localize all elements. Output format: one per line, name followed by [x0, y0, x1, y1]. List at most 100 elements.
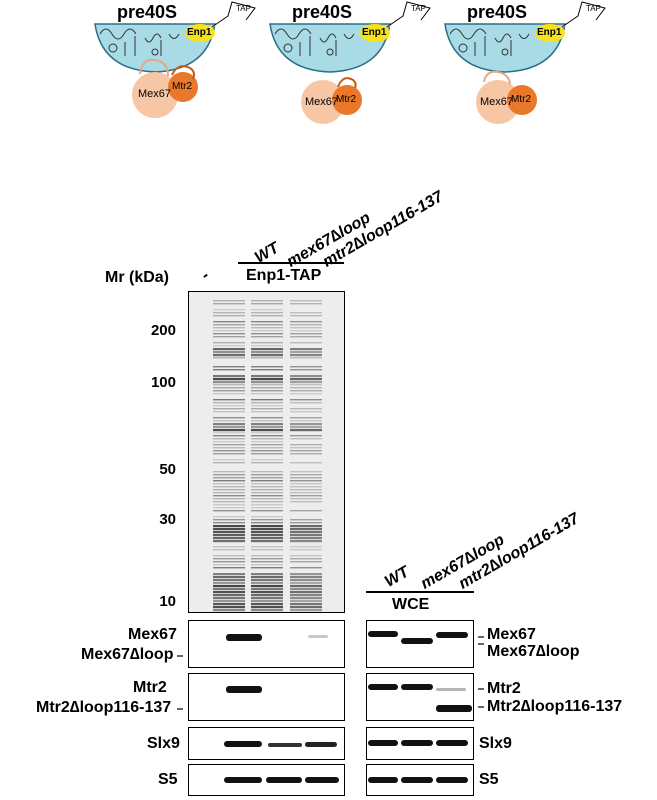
gel-band: [213, 471, 245, 473]
schematic-2-enp1: Enp1: [362, 27, 387, 38]
gel-band: [251, 567, 283, 569]
gel-band: [290, 357, 322, 359]
right-label-mtr2: Mtr2: [487, 680, 521, 697]
gel-band: [290, 555, 322, 557]
gel-band: [251, 429, 283, 432]
gel-band: [290, 408, 322, 410]
gel-band: [251, 426, 283, 429]
gel-band: [251, 357, 283, 359]
gel-band: [290, 477, 322, 479]
schematic-3-mex67: Mex67: [480, 96, 514, 108]
gel-band: [251, 519, 283, 521]
blot-left-s5: [188, 764, 345, 796]
gel-band: [251, 510, 283, 512]
gel-band: [213, 399, 245, 401]
gel-band: [290, 501, 322, 503]
gel-band: [251, 348, 283, 351]
gel-band: [213, 348, 245, 351]
gel-band: [290, 603, 322, 606]
gel-band: [213, 534, 245, 537]
blot-right-s5: [366, 764, 474, 796]
marker-50: 50: [159, 461, 176, 478]
gel-band: [251, 495, 283, 497]
gel-band: [213, 528, 245, 531]
schematic-3-tap: TAP: [586, 4, 601, 13]
gel-band: [251, 369, 283, 371]
schematic-3-title: pre40S: [467, 2, 528, 22]
left-label-mex67-loop: Mex67∆loop: [81, 646, 174, 663]
gel-band: [213, 423, 245, 426]
gel-band: [290, 483, 322, 485]
gel-band: [251, 558, 283, 560]
gel-band: [213, 411, 245, 413]
gel-band: [213, 510, 245, 512]
gel-band: [290, 489, 322, 491]
gel-band: [251, 588, 283, 591]
gel-band: [251, 525, 283, 528]
gel-band: [251, 537, 283, 540]
gel-band: [290, 348, 322, 351]
gel-band: [251, 606, 283, 609]
gel-band: [251, 576, 283, 579]
gel-band: [213, 453, 245, 455]
gel-band: [213, 351, 245, 354]
gel-band: [213, 417, 245, 419]
gel-band: [251, 549, 283, 551]
right-label-slx9: Slx9: [479, 735, 512, 752]
gel-band: [251, 483, 283, 485]
right-label-mex67: Mex67: [487, 626, 536, 643]
gel-band: [251, 402, 283, 404]
gel-band: [213, 336, 245, 338]
gel-band: [213, 384, 245, 386]
gel-band: [251, 555, 283, 557]
gel-band: [290, 399, 322, 401]
gel-band: [213, 300, 245, 302]
gel-band: [213, 516, 245, 518]
gel-band: [290, 531, 322, 534]
gel-band: [251, 486, 283, 488]
gel-band: [213, 354, 245, 357]
gel-band: [251, 450, 283, 452]
gel-band: [213, 486, 245, 488]
gel-band: [290, 366, 322, 368]
gel-band: [213, 600, 245, 603]
gel-band: [251, 573, 283, 576]
gel-band: [290, 462, 322, 464]
gel-band: [251, 387, 283, 389]
gel-bands: [213, 300, 322, 612]
gel-band: [251, 474, 283, 476]
gel-band: [251, 480, 283, 482]
left-label-mtr2-loop: Mtr2∆loop116-137: [36, 699, 172, 716]
gel-band: [290, 438, 322, 440]
gel-band: [251, 516, 283, 518]
gel-band: [290, 402, 322, 404]
left-label-slx9: Slx9: [147, 735, 180, 752]
gel-band: [251, 336, 283, 338]
gel-band: [251, 507, 283, 509]
gel-band: [213, 381, 245, 384]
gel-band: [251, 501, 283, 503]
gel-band: [290, 534, 322, 537]
left-label-s5: S5: [158, 771, 178, 788]
gel-band: [213, 480, 245, 482]
gel-band: [213, 357, 245, 359]
blot-left-mtr2: [188, 673, 345, 721]
gel-band: [251, 477, 283, 479]
schematic-1-enp1: Enp1: [187, 27, 212, 38]
gel-band: [213, 303, 245, 305]
gel-band: [213, 345, 245, 347]
gel-band: [213, 312, 245, 314]
gel-band: [251, 540, 283, 543]
enp1-tap-line: [238, 262, 344, 264]
gel-band: [213, 426, 245, 429]
gel-band: [213, 579, 245, 582]
gel-band: [290, 411, 322, 413]
gel-band: [290, 495, 322, 497]
gel-band: [251, 504, 283, 506]
gel-band: [290, 573, 322, 576]
gel-band: [213, 609, 245, 612]
gel-band: [290, 498, 322, 500]
gel-band: [213, 492, 245, 494]
gel-band: [213, 435, 245, 437]
gel-band: [251, 441, 283, 443]
